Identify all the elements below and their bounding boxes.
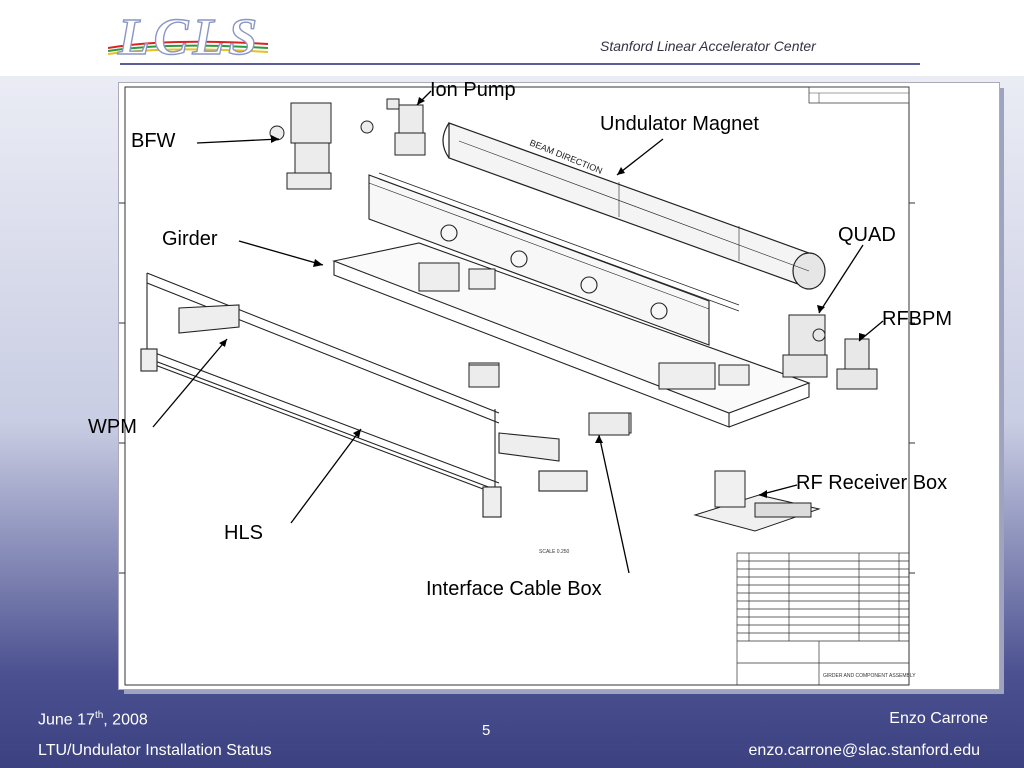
slide-header: LCLS Stanford Linear Accelerator Center <box>0 0 1024 76</box>
undulator-magnet-shape <box>442 122 826 290</box>
label-hls: HLS <box>224 522 263 544</box>
footer-date-sup: th <box>94 710 104 721</box>
title-block-text: GIRDER AND COMPONENT ASSEMBLY <box>823 673 916 679</box>
hls-rails <box>140 272 588 518</box>
footer-subtitle: LTU/Undulator Installation Status <box>38 742 272 759</box>
organization-name: Stanford Linear Accelerator Center <box>600 38 816 54</box>
ion-pump-shape <box>386 98 426 156</box>
rf-receiver-box-shape <box>693 470 821 532</box>
scale-note: SCALE 0.250 <box>539 549 570 555</box>
footer-email: enzo.carrone@slac.stanford.edu <box>748 742 980 759</box>
drawing-canvas: BEAM DIRECTION <box>119 86 916 686</box>
page-number: 5 <box>482 722 491 739</box>
label-rfbpm: RFBPM <box>882 308 952 330</box>
callout-arrowheads <box>219 97 866 498</box>
label-bfw: BFW <box>131 130 176 152</box>
label-rf-receiver-box: RF Receiver Box <box>796 472 948 494</box>
label-interface-cable-box: Interface Cable Box <box>426 578 602 600</box>
quad-shape <box>782 314 828 378</box>
footer-author: Enzo Carrone <box>889 710 988 727</box>
footer-date: June 17th, 2008 <box>38 710 148 729</box>
label-girder: Girder <box>162 228 218 250</box>
interface-cable-box-shape <box>468 364 630 436</box>
logo-swoosh <box>108 40 268 55</box>
bfw-shape <box>269 102 374 190</box>
rfbpm-shape <box>836 338 878 390</box>
header-divider <box>120 63 920 65</box>
lcls-logo: LCLS <box>117 9 262 66</box>
label-undulator-magnet: Undulator Magnet <box>600 113 759 135</box>
label-quad: QUAD <box>838 224 896 246</box>
footer-date-suffix: , 2008 <box>103 711 148 729</box>
engineering-drawing: BEAM DIRECTION <box>118 82 1000 690</box>
girder-shape <box>332 172 811 428</box>
label-wpm: WPM <box>88 416 137 438</box>
footer-date-prefix: June 17 <box>38 711 95 729</box>
label-ion-pump: Ion Pump <box>430 79 516 101</box>
title-block <box>736 552 910 686</box>
